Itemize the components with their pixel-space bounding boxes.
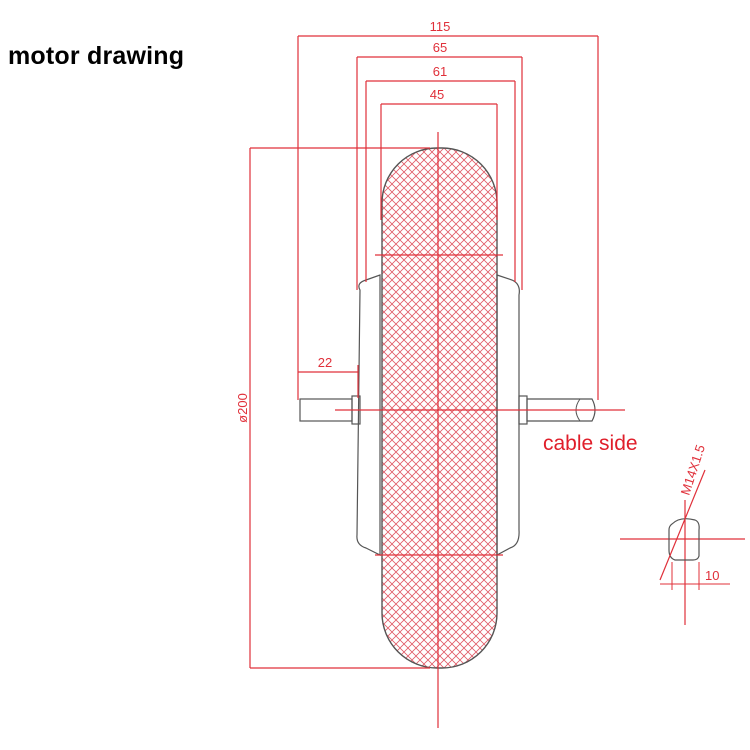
center-lines: [335, 132, 625, 728]
hub-body-right: [496, 274, 520, 557]
thread-detail: [620, 469, 745, 625]
flat-label: 10: [705, 568, 719, 583]
width-dimensions: [249, 35, 599, 669]
rim-width-label: 61: [433, 64, 447, 79]
tire: [381, 147, 498, 669]
drawing-title: motor drawing: [8, 42, 185, 70]
tire-width-label: 45: [430, 87, 444, 102]
overall-width-label: 115: [430, 19, 451, 34]
axle-length-label: 22: [318, 355, 332, 370]
hub-width-label: 65: [433, 40, 447, 55]
cable-side-label: cable side: [543, 432, 638, 455]
thread-label: M14X1.5: [678, 443, 708, 497]
diameter-label: ø200: [235, 393, 250, 423]
